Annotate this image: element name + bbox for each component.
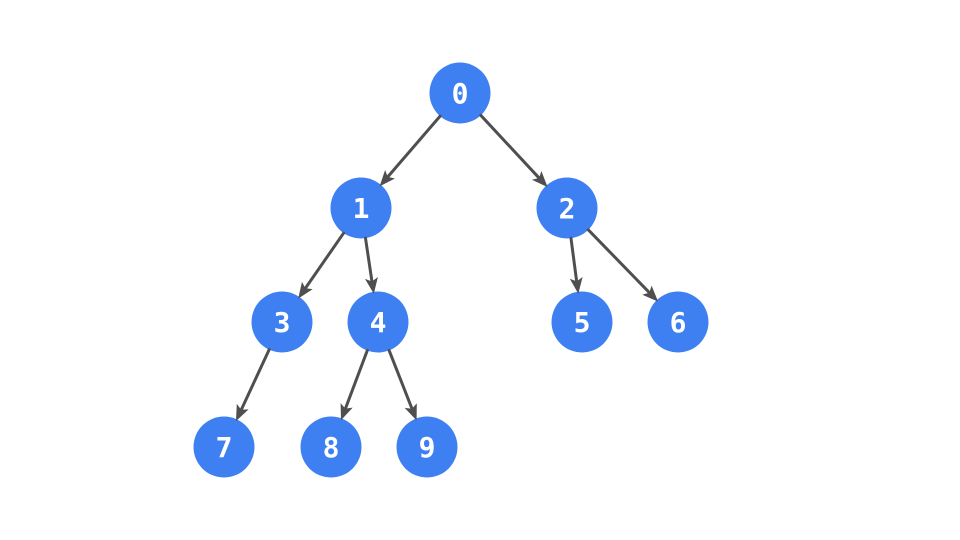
node-label: 3 [274,306,291,339]
edge-arrowhead [531,171,548,188]
edge-arrowhead [569,277,583,294]
node-label: 4 [370,306,387,339]
edge-1-4 [363,236,378,294]
tree-node-6[interactable] [647,291,709,353]
edge-3-7 [236,348,271,422]
node-label: 7 [216,431,233,464]
node-circle[interactable] [536,177,598,239]
node-label: 5 [574,306,591,339]
edge-arrowhead [298,281,313,299]
node-circle[interactable] [330,177,392,239]
node-label: 2 [559,192,576,225]
labels-layer: 0 1 2 3 4 5 6 7 8 9 [216,77,687,464]
tree-node-8[interactable] [300,416,362,478]
edge-line [239,348,271,413]
edge-line [387,348,415,412]
tree-node-9[interactable] [396,416,458,478]
node-circle[interactable] [429,62,491,124]
edge-line [363,236,374,285]
node-label: 0 [452,77,469,110]
edge-2-5 [569,236,583,294]
edge-2-6 [586,228,659,302]
edge-4-9 [387,348,417,421]
node-circle[interactable] [347,291,409,353]
node-circle[interactable] [647,291,709,353]
edge-arrowhead [340,403,353,421]
tree-node-3[interactable] [251,291,313,353]
edge-line [303,231,346,291]
edge-line [586,228,652,296]
tree-node-2[interactable] [536,177,598,239]
edge-line [343,349,369,412]
edge-arrowhead [404,403,417,421]
edge-line [569,236,579,285]
edge-line [385,114,442,180]
edge-1-3 [298,231,346,299]
edge-line [479,113,542,181]
node-circle[interactable] [193,416,255,478]
tree-node-5[interactable] [551,291,613,353]
edges-layer [236,113,659,422]
edge-arrowhead [236,403,249,422]
node-label: 9 [419,431,436,464]
node-label: 6 [670,306,687,339]
node-circle[interactable] [551,291,613,353]
tree-node-7[interactable] [193,416,255,478]
node-circle[interactable] [251,291,313,353]
edge-4-8 [340,349,369,421]
tree-node-1[interactable] [330,177,392,239]
node-circle[interactable] [300,416,362,478]
edge-0-1 [379,114,442,187]
tree-node-4[interactable] [347,291,409,353]
node-label: 8 [323,431,340,464]
edge-arrowhead [642,285,659,302]
node-label: 1 [353,192,370,225]
edge-arrowhead [365,277,378,294]
edge-arrowhead [379,170,395,187]
edge-0-2 [479,113,548,188]
nodes-layer [193,62,709,478]
node-circle[interactable] [396,416,458,478]
tree-node-0[interactable] [429,62,491,124]
